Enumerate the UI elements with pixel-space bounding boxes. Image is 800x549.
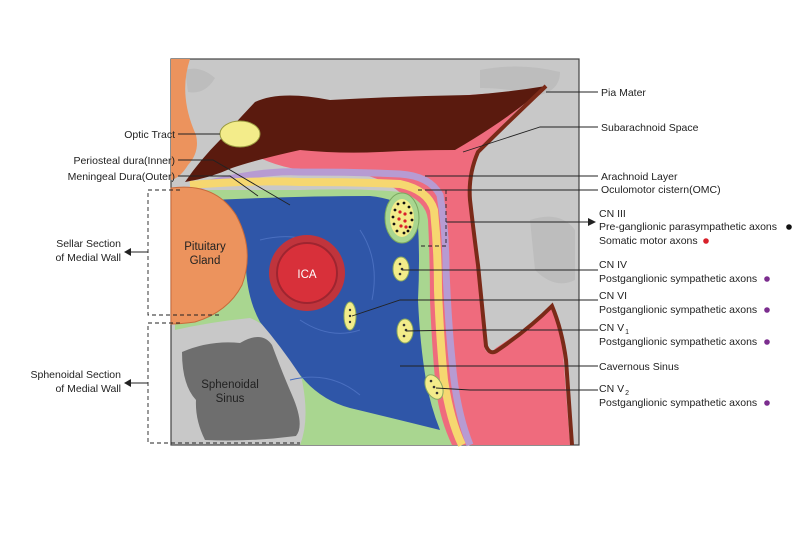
- cn6-label: CN VI: [599, 290, 627, 302]
- cn5-2-label-text: CN V: [599, 383, 624, 395]
- sphenoidal-sinus-label-1: Sphenoidal: [201, 379, 259, 391]
- optic-tract-label: Optic Tract: [124, 129, 175, 141]
- periosteal-dura-label: Periosteal dura(Inner): [73, 155, 175, 167]
- cn5-2-post-label: Postganglionic sympathetic axons: [599, 397, 757, 409]
- periosteal-dura-leader: [178, 159, 291, 206]
- ica-label: ICA: [297, 269, 317, 281]
- sympathetic-dot-cn6: [764, 307, 770, 313]
- subarachnoid-label: Subarachnoid Space: [601, 122, 699, 134]
- meningeal-dura: [189, 177, 466, 447]
- cn3-label: CN III: [599, 208, 626, 220]
- sympathetic-dot-cn5-2: [764, 400, 770, 406]
- cn3-pre-label: Pre-ganglionic parasympathetic axons: [599, 221, 777, 233]
- sympathetic-dot-cn4: [764, 276, 770, 282]
- cn5-1-nerve: [396, 318, 414, 344]
- optic-tract-strip: [171, 59, 197, 180]
- cn3-somatic-dots: [397, 210, 408, 229]
- cn6-post-label: Postganglionic sympathetic axons: [599, 304, 757, 316]
- cn4-label: CN IV: [599, 259, 627, 271]
- pia-mater-line: [467, 84, 574, 446]
- cn4-post-label: Postganglionic sympathetic axons: [599, 273, 757, 285]
- pia-mater-label: Pia Mater: [601, 87, 646, 99]
- sympathetic-dot-cn5-1: [764, 339, 770, 345]
- meningeal-dura-label: Meningeal Dura(Outer): [68, 171, 175, 183]
- cn4-nerve: [392, 256, 410, 282]
- brain-tissue: [185, 86, 546, 182]
- pituitary-gland: [170, 186, 248, 325]
- cn3-arrow-head: [588, 218, 596, 226]
- cn6-leader: [351, 299, 598, 317]
- sellar-section-bracket: [147, 189, 222, 316]
- sellar-arrow-head: [124, 248, 131, 256]
- pituitary-label-2: Gland: [190, 255, 221, 267]
- cn5-1-label-sub: 1: [625, 329, 629, 336]
- pituitary-label-1: Pituitary: [184, 241, 226, 253]
- cn3-nerve: [384, 192, 420, 244]
- omc-label: Oculomotor cistern(OMC): [601, 184, 721, 196]
- sphenoidal-section-label-1: Sphenoidal Section: [31, 369, 122, 381]
- cn5-2-leader: [435, 387, 598, 391]
- arachnoid-layer: [197, 168, 474, 447]
- sellar-section-label-2: of Medial Wall: [55, 252, 121, 264]
- sphenoidal-sinus-label-2: Sinus: [216, 393, 245, 405]
- parasympathetic-dot-legend: [786, 224, 792, 230]
- cn3-somatic-label: Somatic motor axons: [599, 235, 698, 247]
- cn5-2-label: CN V2: [599, 383, 629, 397]
- somatic-dot-legend: [703, 238, 709, 244]
- subarachnoid-leader: [462, 126, 598, 153]
- sphenoidal-section-label-2: of Medial Wall: [55, 383, 121, 395]
- optic-tract: [219, 120, 261, 148]
- cn5-1-leader: [405, 329, 598, 332]
- sphenoidal-sinus: [182, 336, 300, 441]
- arachnoid-label: Arachnoid Layer: [601, 171, 678, 183]
- sellar-section-label-1: Sellar Section: [56, 238, 121, 250]
- subarachnoid-space: [255, 90, 570, 445]
- cn3-parasympathetic-dots: [391, 201, 414, 235]
- cn5-2-label-sub: 2: [625, 390, 629, 397]
- cn5-1-label: CN V1: [599, 322, 629, 336]
- cavernous-sinus: [210, 196, 440, 430]
- cavernous-sinus-label: Cavernous Sinus: [599, 361, 679, 373]
- cn5-1-label-text: CN V: [599, 322, 624, 334]
- meningeal-dura-leader: [178, 175, 259, 197]
- cn6-nerve: [343, 301, 357, 331]
- cn5-2-nerve: [424, 374, 444, 400]
- sphenoidal-arrow-head: [124, 379, 131, 387]
- ica-inner: [276, 242, 338, 304]
- cn5-1-post-label: Postganglionic sympathetic axons: [599, 336, 757, 348]
